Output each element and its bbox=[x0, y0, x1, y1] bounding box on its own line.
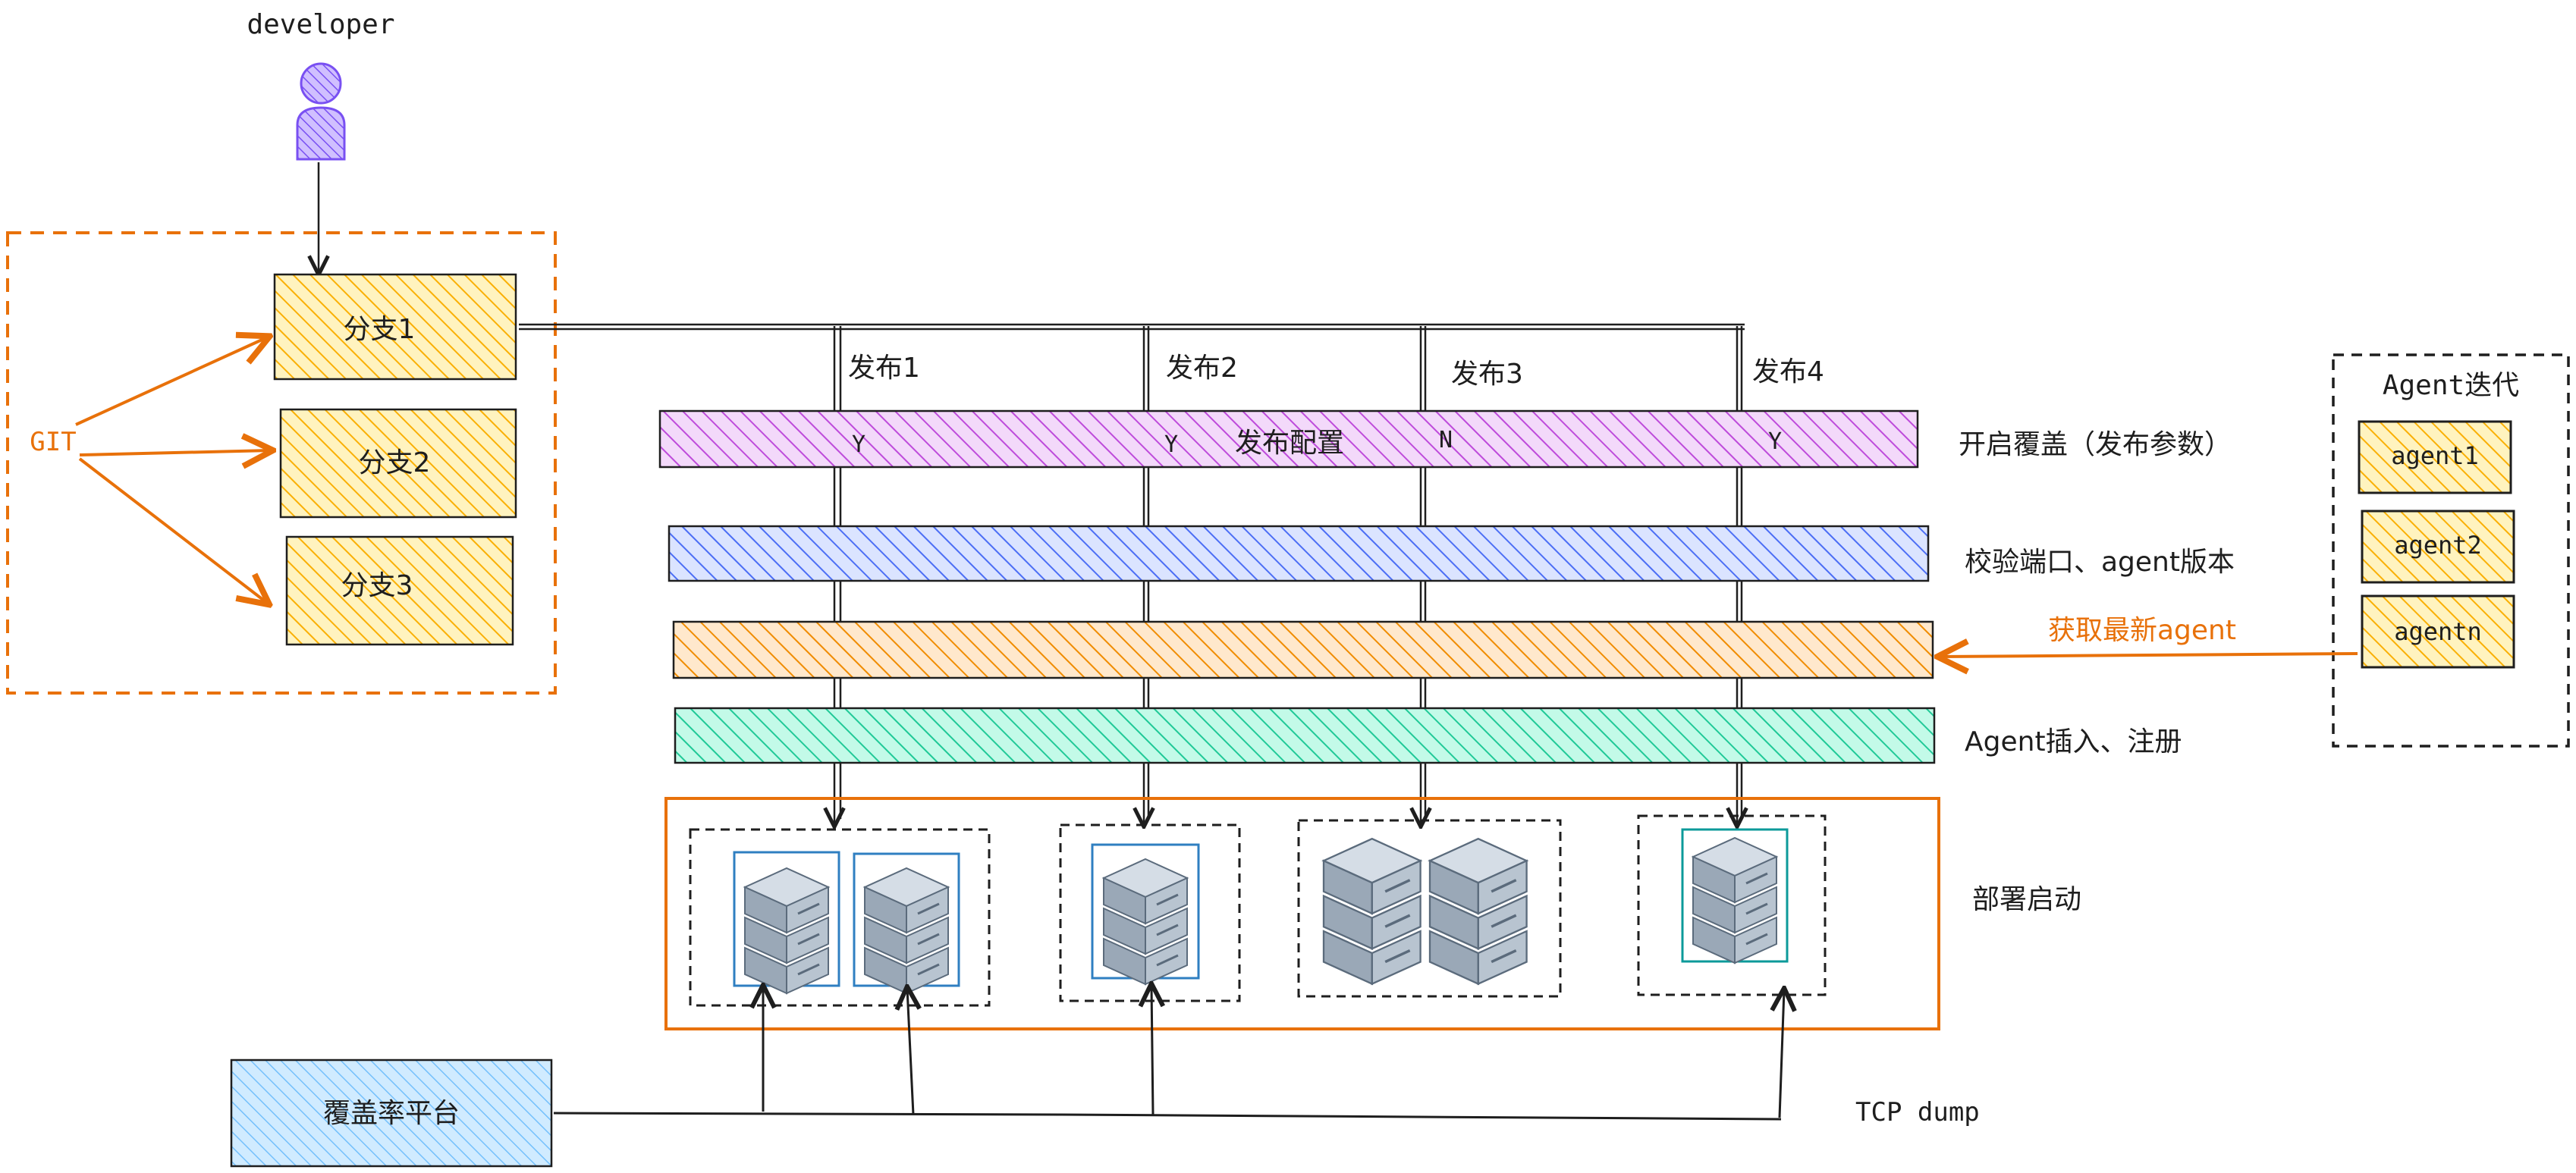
coverage-platform-box[interactable]: 覆盖率平台 bbox=[230, 1059, 553, 1168]
git-branch-arrows bbox=[75, 337, 270, 603]
release-flag-2: Y bbox=[1164, 431, 1178, 458]
person-icon bbox=[296, 62, 346, 161]
agent-panel-title: Agent迭代 bbox=[2383, 370, 2519, 401]
coverage-platform-label: 覆盖率平台 bbox=[323, 1098, 460, 1129]
git-label: GIT bbox=[30, 427, 76, 457]
agent-version-label-2: agent2 bbox=[2394, 531, 2482, 560]
server-group-4 bbox=[1637, 814, 1827, 996]
branch-connector bbox=[519, 323, 1745, 331]
branch-box-2[interactable]: 分支2 bbox=[279, 408, 517, 519]
stage-bar-fetch-agent[interactable] bbox=[672, 620, 1934, 679]
server-group-1 bbox=[689, 828, 991, 1007]
agent-panel-frame bbox=[2332, 353, 2570, 748]
deploy-frame bbox=[664, 797, 1940, 1030]
stage-label-verify-port: 校验端口、agent版本 bbox=[1965, 547, 2235, 578]
developer-label: developer bbox=[247, 9, 394, 40]
branch-label-1: 分支1 bbox=[344, 314, 416, 345]
branch-box-1[interactable]: 分支1 bbox=[273, 273, 517, 381]
tcp-dump-lines bbox=[553, 986, 1784, 1121]
agent-version-label-n: agentn bbox=[2394, 617, 2482, 646]
server-group-3 bbox=[1297, 819, 1562, 998]
branch-label-2: 分支2 bbox=[359, 447, 431, 478]
release-flag-3: N bbox=[1439, 427, 1453, 453]
release-label-4: 发布4 bbox=[1752, 356, 1824, 387]
agent-version-2[interactable]: agent2 bbox=[2361, 510, 2515, 584]
stage-label-enable-coverage: 开启覆盖（发布参数） bbox=[1959, 429, 2232, 460]
agent-version-n[interactable]: agentn bbox=[2361, 594, 2515, 669]
branch-label-3: 分支3 bbox=[341, 570, 413, 601]
release-label-1: 发布1 bbox=[848, 353, 920, 384]
agent-version-1[interactable]: agent1 bbox=[2358, 420, 2512, 494]
server-icon bbox=[1681, 828, 1789, 964]
server-icon bbox=[853, 852, 960, 995]
stage-label-fetch-agent: 获取最新agent bbox=[2048, 615, 2236, 646]
release-label-2: 发布2 bbox=[1166, 353, 1238, 384]
git-group-frame bbox=[6, 231, 557, 695]
stage-bar-enable-coverage[interactable]: 发布配置 Y Y N Y bbox=[658, 409, 1919, 469]
server-icon bbox=[1428, 837, 1528, 986]
agent-version-label-1: agent1 bbox=[2391, 441, 2479, 470]
release-config-label: 发布配置 bbox=[1235, 428, 1344, 459]
release-label-3: 发布3 bbox=[1451, 359, 1523, 390]
tcp-dump-label: TCP dump bbox=[1855, 1097, 1980, 1128]
server-icon bbox=[733, 851, 840, 995]
branch-box-3[interactable]: 分支3 bbox=[285, 535, 514, 646]
release-flag-4: Y bbox=[1768, 428, 1782, 455]
stage-bar-agent-insert[interactable] bbox=[674, 707, 1936, 764]
stage-label-agent-insert: Agent插入、注册 bbox=[1965, 726, 2182, 757]
release-flag-1: Y bbox=[852, 431, 865, 458]
agent-fetch-arrow bbox=[1940, 654, 2358, 657]
stage-bar-verify-port[interactable] bbox=[668, 525, 1930, 582]
deploy-label: 部署启动 bbox=[1972, 884, 2081, 915]
server-icon bbox=[1091, 843, 1200, 986]
server-icon bbox=[1322, 837, 1422, 986]
